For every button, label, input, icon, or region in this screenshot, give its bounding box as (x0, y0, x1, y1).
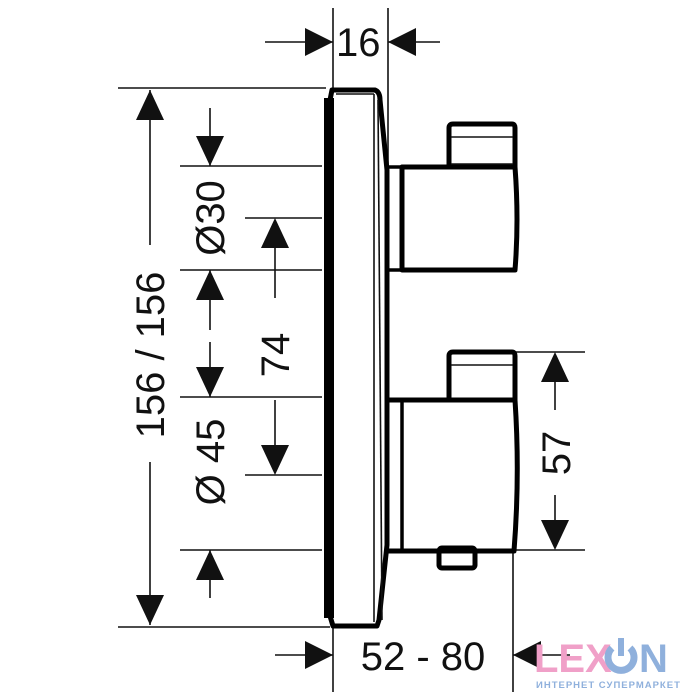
dim-label-52-80: 52 - 80 (361, 635, 486, 679)
logo-tagline: ИНТЕРНЕТ СУПЕРМАРКЕТ (536, 680, 681, 691)
dim-label-d30: Ø30 (189, 180, 233, 256)
dimension-d30: Ø30 (189, 108, 233, 330)
logo-text-n: N (639, 637, 668, 681)
lexon-logo: LEX N ИНТЕРНЕТ СУПЕРМАРКЕТ (534, 637, 681, 691)
dim-label-74: 74 (254, 333, 298, 378)
dim-label-d45: Ø 45 (189, 419, 233, 506)
cover-plate (324, 87, 390, 629)
dimension-52-80: 52 - 80 (275, 635, 570, 679)
dim-label-156: 156 / 156 (129, 272, 173, 439)
logo-text-lex: LEX (534, 637, 612, 681)
dimension-16: 16 (265, 21, 440, 65)
dimension-156: 156 / 156 (129, 90, 173, 625)
dimension-74: 74 (254, 218, 298, 475)
dim-label-16: 16 (336, 21, 381, 65)
dimension-d45: Ø 45 (189, 342, 233, 598)
upper-knob (385, 121, 520, 273)
lower-knob (387, 349, 520, 571)
power-icon (604, 638, 638, 674)
dimension-57: 57 (535, 352, 579, 550)
dim-label-57: 57 (535, 431, 579, 476)
extension-lines (118, 8, 585, 692)
